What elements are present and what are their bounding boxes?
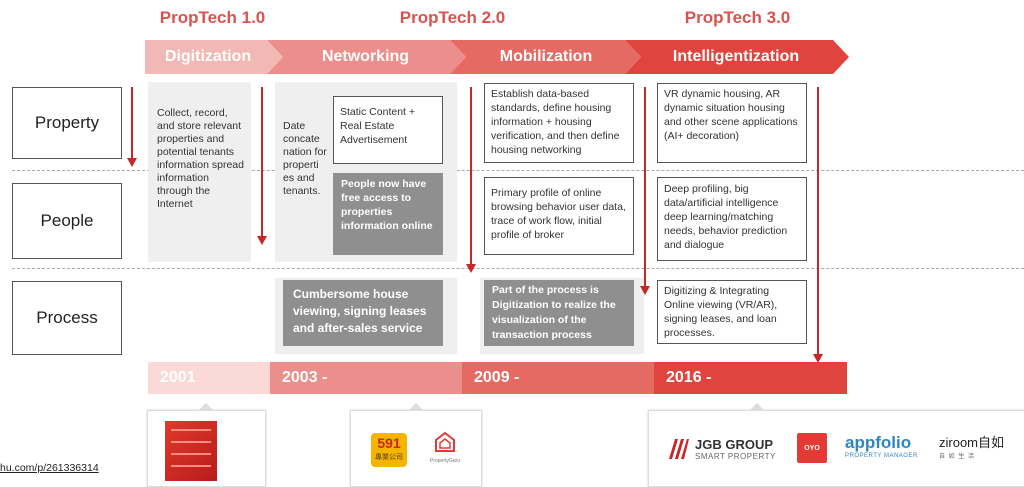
logo-propertyguru: PropertyGuru bbox=[423, 431, 467, 465]
mobilization-property-box: Establish data-based standards, define h… bbox=[484, 83, 634, 163]
networking-side-text: Date concate nation for properti es and … bbox=[283, 120, 327, 197]
year-2003: 2003 - bbox=[270, 362, 462, 394]
source-link[interactable]: hu.com/p/261336314 bbox=[0, 462, 99, 474]
phase-shape-networking bbox=[267, 40, 466, 74]
phase-label-intelligentization: Intelligentization bbox=[672, 48, 800, 65]
intelligentization-people-box: Deep profiling, big data/artificial inte… bbox=[657, 177, 807, 261]
logo-ziroom: ziroom自如 自 如 生 活 bbox=[939, 435, 1004, 460]
networking-static-box: Static Content + Real Estate Advertiseme… bbox=[333, 96, 443, 164]
year-2016: 2016 - bbox=[654, 362, 847, 394]
dimension-people: People bbox=[12, 183, 122, 259]
logo-591: 591 專業公司 bbox=[371, 433, 407, 467]
intelligentization-property-box: VR dynamic housing, AR dynamic situation… bbox=[657, 83, 807, 163]
logo-card-2016: JGB GROUP SMART PROPERTY OYO appfolio PR… bbox=[648, 403, 1024, 487]
ziroom-main: ziroom自如 bbox=[939, 435, 1005, 450]
logo-appfolio: appfolio PROPERTY MANAGER bbox=[845, 433, 918, 459]
arrow-head-2 bbox=[257, 236, 267, 245]
networking-people-box: People now have free access to propertie… bbox=[333, 173, 443, 255]
jgb-main: JGB GROUP bbox=[695, 437, 774, 452]
propertyguru-icon bbox=[435, 431, 455, 452]
jgb-icon bbox=[669, 439, 689, 459]
phase-shape-intelligentization bbox=[625, 40, 849, 74]
arrow-head-4 bbox=[640, 286, 650, 295]
phase-label-mobilization: Mobilization bbox=[499, 48, 593, 65]
intelligentization-process-box: Digitizing & Integrating Online viewing … bbox=[657, 280, 807, 344]
arrow-line-5 bbox=[817, 87, 819, 355]
ziroom-sub: 自 如 生 活 bbox=[939, 454, 976, 460]
phase-chevron-bar bbox=[145, 40, 849, 74]
oyo-text: OYO bbox=[804, 445, 820, 452]
year-2001: 2001 bbox=[148, 362, 270, 394]
propertyguru-text: PropertyGuru bbox=[429, 458, 460, 464]
era-title-3: PropTech 3.0 bbox=[684, 8, 791, 27]
mobilization-process-box: Part of the process is Digitization to r… bbox=[484, 280, 634, 346]
dimension-process-label: Process bbox=[36, 308, 98, 327]
arrow-head-3 bbox=[466, 264, 476, 273]
digitization-panel bbox=[148, 82, 251, 262]
phase-label-networking: Networking bbox=[321, 48, 410, 65]
row-separator-1 bbox=[12, 170, 1024, 171]
year-2009: 2009 - bbox=[462, 362, 654, 394]
card-pointer-1 bbox=[198, 403, 214, 411]
logo-591-sub: 專業公司 bbox=[375, 454, 403, 461]
dimension-property: Property bbox=[12, 87, 122, 159]
logo-591-main: 591 bbox=[377, 435, 401, 451]
jgb-sub: SMART PROPERTY bbox=[695, 452, 776, 461]
appfolio-sub: PROPERTY MANAGER bbox=[845, 453, 918, 459]
logo-oyo: OYO bbox=[797, 433, 827, 463]
arrow-head-5 bbox=[813, 354, 823, 363]
phase-label-digitization: Digitization bbox=[164, 48, 252, 65]
arrow-line-1 bbox=[131, 87, 133, 159]
arrow-head-1 bbox=[127, 158, 137, 167]
logo-card-2003: 591 專業公司 PropertyGuru bbox=[350, 403, 482, 487]
card-pointer-2 bbox=[408, 403, 424, 411]
networking-process-box: Cumbersome house viewing, signing leases… bbox=[283, 280, 443, 346]
era-title-1: PropTech 1.0 bbox=[159, 8, 266, 27]
phase-shape-mobilization bbox=[450, 40, 641, 74]
phase-shape-digitization bbox=[145, 40, 283, 74]
era-title-2: PropTech 2.0 bbox=[399, 8, 506, 27]
digitization-text: Collect, record, and store relevant prop… bbox=[157, 107, 244, 210]
logo-card-2001 bbox=[147, 403, 266, 487]
dimension-property-label: Property bbox=[34, 113, 100, 132]
dimension-people-label: People bbox=[40, 211, 94, 230]
arrow-line-3 bbox=[470, 87, 472, 265]
card-pointer-3 bbox=[749, 403, 765, 411]
mobilization-people-box: Primary profile of online browsing behav… bbox=[484, 177, 634, 255]
appfolio-main: appfolio bbox=[845, 433, 912, 452]
arrow-line-2 bbox=[261, 87, 263, 237]
building-photo bbox=[165, 421, 217, 481]
dimension-process: Process bbox=[12, 281, 122, 355]
arrow-line-4 bbox=[644, 87, 646, 287]
row-separator-2 bbox=[12, 268, 1024, 269]
